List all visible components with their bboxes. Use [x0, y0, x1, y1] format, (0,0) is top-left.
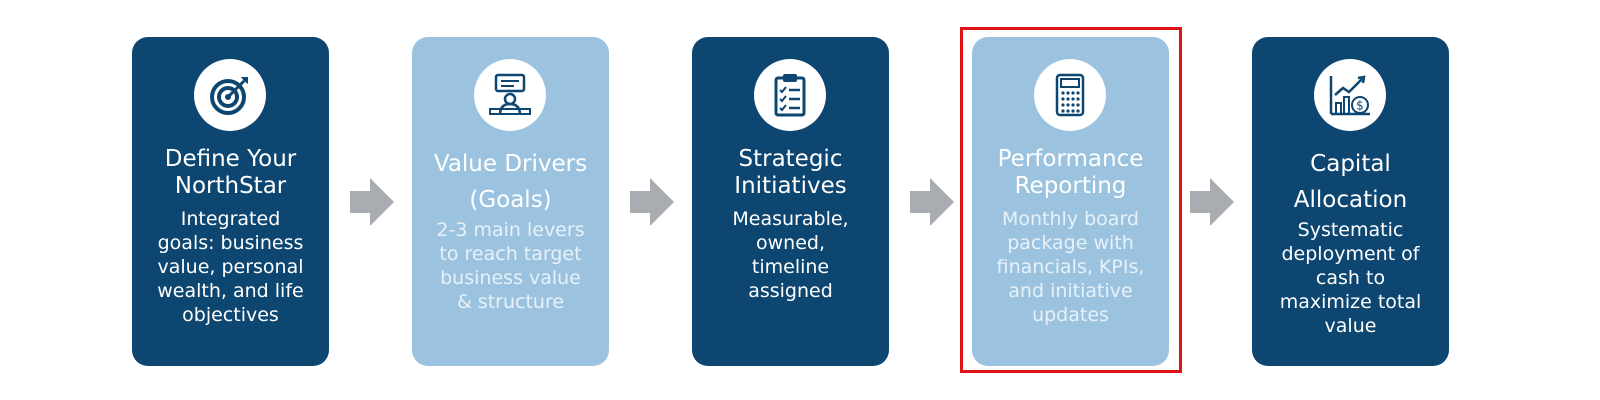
arrow-right-icon	[1190, 178, 1234, 226]
icon-badge	[1034, 59, 1106, 131]
step-title: Capital Allocation	[1293, 151, 1408, 213]
icon-badge	[194, 59, 266, 131]
step-description: Monthly board package with financials, K…	[996, 208, 1145, 326]
highlight-box	[960, 27, 1182, 373]
step-description: Systematic deployment of cash to maximiz…	[1279, 219, 1422, 337]
step-card-value-drivers: Value Drivers (Goals) 2-3 main levers to…	[412, 37, 609, 366]
step-title: Value Drivers (Goals)	[433, 151, 588, 213]
arrow-right-icon	[630, 178, 674, 226]
step-card-define-northstar: Define Your NorthStar Integrated goals: …	[132, 37, 329, 366]
step-title: Strategic Initiatives	[734, 146, 847, 199]
growth-chart-money-icon: $	[1329, 75, 1370, 116]
step-card-performance-reporting: Performance Reporting Monthly board pack…	[972, 37, 1169, 366]
step-card-strategic-initiatives: Strategic Initiatives Measurable, owned,…	[692, 37, 889, 366]
step-title: Performance Reporting	[997, 146, 1144, 199]
target-icon	[210, 77, 248, 115]
arrow-right-icon	[910, 178, 954, 226]
icon-badge	[474, 59, 546, 131]
arrow-right-icon	[350, 178, 394, 226]
icon-badge	[754, 59, 826, 131]
step-title: Define Your NorthStar	[164, 146, 297, 199]
step-description: Integrated goals: business value, person…	[157, 208, 304, 326]
step-description: 2-3 main levers to reach target business…	[436, 219, 585, 313]
calculator-icon	[1055, 73, 1085, 117]
step-card-capital-allocation: $ Capital Allocation Systematic deployme…	[1252, 37, 1449, 366]
svg-text:$: $	[1356, 99, 1364, 113]
presentation-icon	[489, 73, 531, 116]
icon-badge: $	[1314, 59, 1386, 131]
step-description: Measurable, owned, timeline assigned	[732, 208, 849, 302]
clipboard-checklist-icon	[774, 74, 806, 117]
